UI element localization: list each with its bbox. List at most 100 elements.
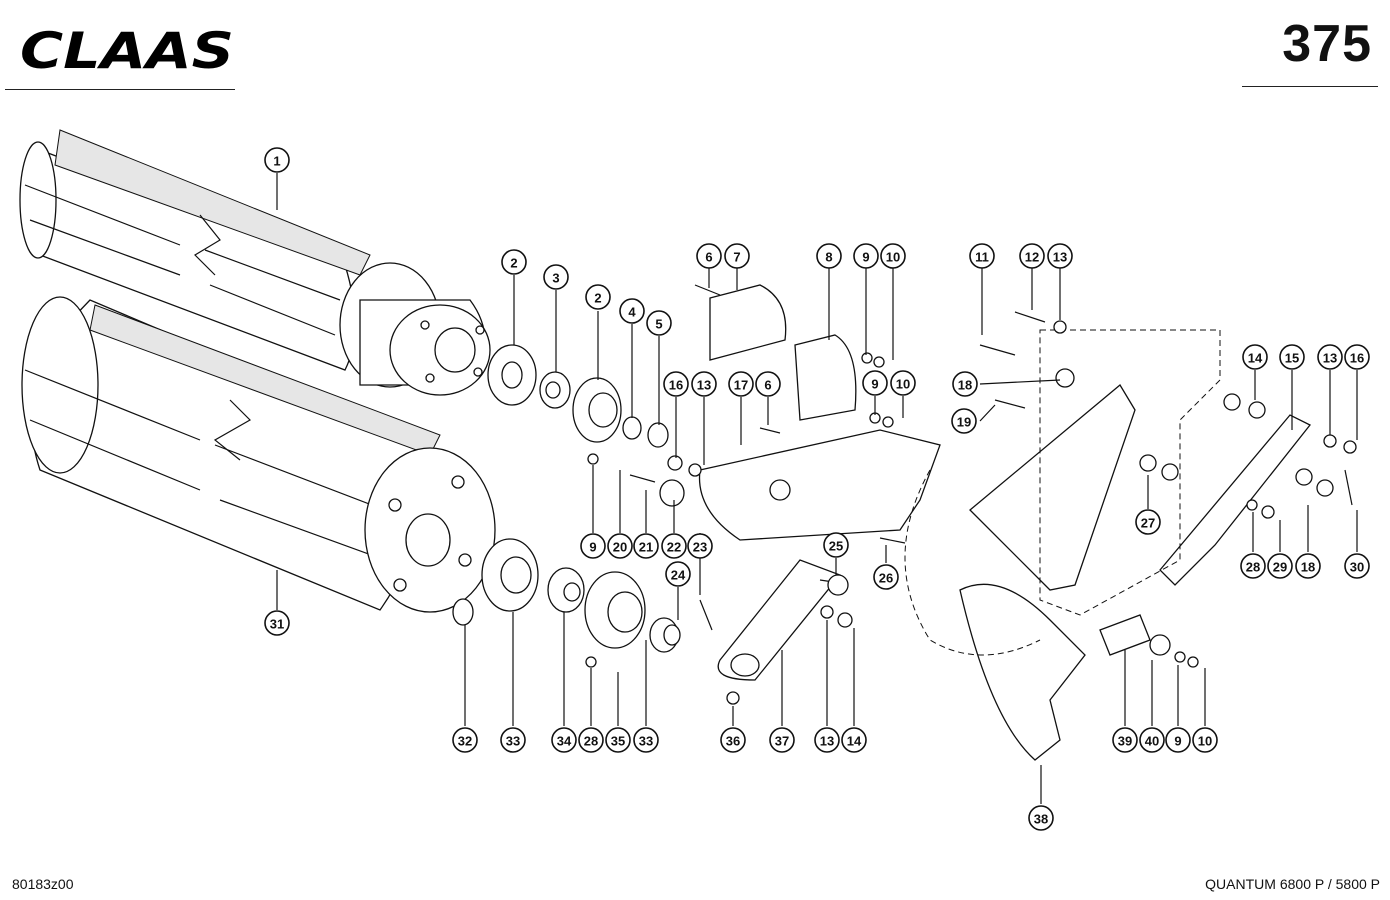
callout-circle <box>823 532 849 558</box>
callout-label: 9 <box>589 540 596 555</box>
callout-label: 13 <box>820 734 834 749</box>
callout-circle <box>890 370 916 396</box>
callout-7: 7 <box>724 243 750 269</box>
callout-6: 6 <box>696 243 722 269</box>
callout-label: 33 <box>506 734 520 749</box>
callout-label: 4 <box>628 305 636 320</box>
callout-circle <box>755 371 781 397</box>
callout-20: 20 <box>607 533 633 559</box>
callout-21: 21 <box>633 533 659 559</box>
header-rule-right <box>1242 86 1378 87</box>
callout-10: 10 <box>880 243 906 269</box>
callout-26: 26 <box>873 564 899 590</box>
callout-9: 9 <box>1165 727 1191 753</box>
callout-27: 27 <box>1135 509 1161 535</box>
callout-label: 10 <box>886 250 900 265</box>
model-name: QUANTUM 6800 P / 5800 P <box>1205 876 1380 892</box>
callout-label: 2 <box>510 256 517 271</box>
callout-label: 31 <box>270 617 284 632</box>
callout-label: 13 <box>1323 351 1337 366</box>
callout-label: 25 <box>829 539 843 554</box>
callout-6: 6 <box>755 371 781 397</box>
callout-label: 17 <box>734 378 748 393</box>
callout-label: 9 <box>862 250 869 265</box>
callout-circle <box>720 727 746 753</box>
callout-28: 28 <box>1240 553 1266 579</box>
callout-label: 27 <box>1141 516 1155 531</box>
callout-circle <box>1242 344 1268 370</box>
hardware <box>585 284 1357 705</box>
callout-circle <box>687 533 713 559</box>
callout-circle <box>952 371 978 397</box>
callout-18: 18 <box>1295 553 1321 579</box>
callout-37: 37 <box>769 727 795 753</box>
callout-label: 3 <box>552 271 559 286</box>
callout-circle <box>1019 243 1045 269</box>
callout-label: 16 <box>669 378 683 393</box>
callout-24: 24 <box>665 561 691 587</box>
callout-10: 10 <box>890 370 916 396</box>
callout-label: 6 <box>764 378 771 393</box>
callout-label: 5 <box>655 317 662 332</box>
callout-label: 24 <box>671 568 686 583</box>
callout-31: 31 <box>264 610 290 636</box>
plates-arms <box>698 284 1312 761</box>
callout-circle <box>814 727 840 753</box>
callout-label: 28 <box>1246 560 1260 575</box>
callout-label: 16 <box>1350 351 1364 366</box>
callout-circle <box>880 243 906 269</box>
callout-label: 37 <box>775 734 789 749</box>
callout-11: 11 <box>969 243 995 269</box>
callout-label: 40 <box>1145 734 1159 749</box>
callout-circle <box>633 727 659 753</box>
callout-circle <box>580 533 606 559</box>
callout-38: 38 <box>1028 805 1054 831</box>
callout-circle <box>1267 553 1293 579</box>
callout-label: 12 <box>1025 250 1039 265</box>
callout-circle <box>585 284 611 310</box>
callout-label: 14 <box>847 734 862 749</box>
header-rule-left <box>5 89 235 90</box>
callout-circle <box>605 727 631 753</box>
callout-circle <box>264 610 290 636</box>
callout-33: 33 <box>633 727 659 753</box>
claas-logo: CLAAS <box>20 22 234 74</box>
callout-label: 28 <box>584 734 598 749</box>
callout-circle <box>1344 344 1370 370</box>
callout-13: 13 <box>814 727 840 753</box>
callout-circle <box>663 371 689 397</box>
callout-circle <box>1165 727 1191 753</box>
callout-circle <box>1047 243 1073 269</box>
callout-33: 33 <box>500 727 526 753</box>
drawing-id: 80183z00 <box>12 876 74 892</box>
callout-label: 38 <box>1034 812 1048 827</box>
callout-35: 35 <box>605 727 631 753</box>
callout-label: 18 <box>1301 560 1315 575</box>
callout-label: 22 <box>667 540 681 555</box>
callout-circle <box>619 298 645 324</box>
callout-label: 33 <box>639 734 653 749</box>
callout-circle <box>691 371 717 397</box>
callout-label: 23 <box>693 540 707 555</box>
callout-8: 8 <box>816 243 842 269</box>
callout-circle <box>1279 344 1305 370</box>
callout-9: 9 <box>580 533 606 559</box>
callout-13: 13 <box>1047 243 1073 269</box>
callout-23: 23 <box>687 533 713 559</box>
callout-9: 9 <box>862 370 888 396</box>
callout-32: 32 <box>452 727 478 753</box>
callout-5: 5 <box>646 310 672 336</box>
callout-label: 36 <box>726 734 740 749</box>
callout-label: 29 <box>1273 560 1287 575</box>
callout-34: 34 <box>551 727 577 753</box>
bearing-parts <box>452 344 685 653</box>
callout-circle <box>1192 727 1218 753</box>
callout-label: 35 <box>611 734 625 749</box>
callout-circle <box>661 533 687 559</box>
callout-19: 19 <box>951 408 977 434</box>
callout-label: 20 <box>613 540 627 555</box>
callout-14: 14 <box>841 727 867 753</box>
callout-15: 15 <box>1279 344 1305 370</box>
callout-label: 13 <box>697 378 711 393</box>
